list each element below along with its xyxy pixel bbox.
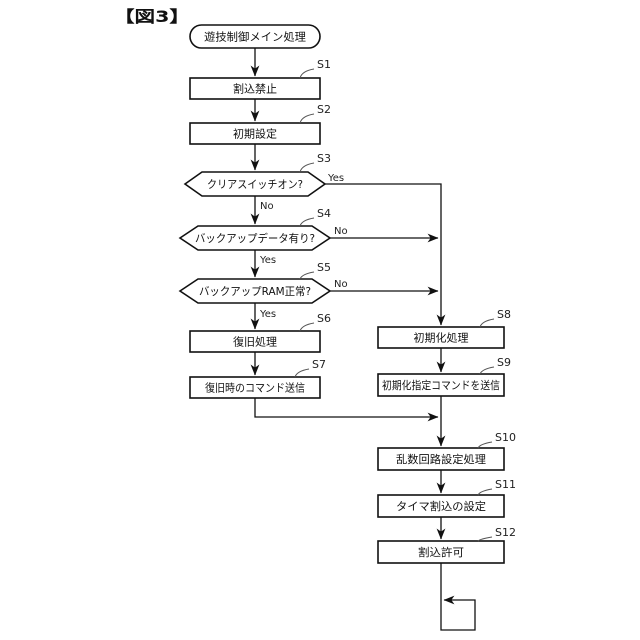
step-id-s4: S4 (317, 207, 331, 220)
step-id-s12: S12 (495, 526, 516, 539)
decision-s3 (183, 171, 327, 197)
leader-s4 (299, 217, 315, 227)
step-id-s3: S3 (317, 152, 331, 165)
leader-s5 (299, 271, 315, 280)
process-s7-label: 復旧時のコマンド送信 (205, 381, 305, 395)
process-s2 (189, 122, 321, 145)
start-terminal-label: 遊技制御メイン処理 (204, 30, 306, 44)
branch-s4-yes: Yes (259, 255, 276, 266)
step-id-s10: S10 (495, 431, 516, 444)
leader-s8 (479, 318, 495, 328)
step-id-s8: S8 (497, 308, 511, 321)
branch-s4-no: No (334, 226, 348, 237)
connector-s7-merge (254, 398, 439, 422)
process-s1 (189, 77, 321, 100)
start-terminal (189, 24, 321, 49)
process-s7 (189, 376, 321, 399)
leader-s12 (477, 536, 493, 542)
leader-s10 (477, 441, 493, 449)
process-s2-label: 初期設定 (233, 127, 277, 141)
process-s6-label: 復旧処理 (233, 336, 277, 349)
process-s9 (377, 373, 505, 397)
figure-title: 【図3】 (114, 7, 190, 26)
process-s9-label: 初期化指定コマンドを送信 (382, 378, 500, 392)
process-s6 (189, 330, 321, 353)
process-s12-label: 割込許可 (418, 545, 464, 559)
branch-s3-no: No (260, 201, 274, 212)
step-id-s6: S6 (317, 312, 331, 325)
connector-s3-yes-s8 (325, 183, 446, 326)
leader-s6 (299, 322, 315, 332)
process-s8-label: 初期化処理 (414, 331, 469, 345)
leader-s7 (294, 368, 310, 378)
branch-s5-no: No (334, 279, 348, 290)
process-s12 (377, 540, 505, 564)
decision-s4-label: バックアップデータ有り? (195, 231, 315, 245)
step-id-s11: S11 (495, 478, 516, 491)
connector-s12-loop (440, 563, 476, 631)
leader-s11 (477, 488, 493, 496)
leader-s9 (479, 366, 495, 375)
process-s8 (377, 326, 505, 349)
branch-s3-yes: Yes (327, 173, 344, 184)
process-s11 (377, 494, 505, 518)
leader-s1 (299, 68, 315, 79)
branch-s5-yes: Yes (259, 309, 276, 320)
step-id-s1: S1 (317, 58, 331, 71)
process-s10 (377, 447, 505, 471)
process-s1-label: 割込禁止 (233, 82, 277, 96)
decision-s5-label: バックアップRAM正常? (199, 285, 311, 298)
step-id-s2: S2 (317, 103, 331, 116)
step-id-s5: S5 (317, 261, 331, 274)
process-s11-label: タイマ割込の設定 (396, 499, 486, 513)
process-s10-label: 乱数回路設定処理 (396, 452, 486, 466)
step-id-s9: S9 (497, 356, 511, 369)
decision-s3-label: クリアスイッチオン? (207, 178, 303, 191)
step-id-s7: S7 (312, 358, 326, 371)
decision-s5 (178, 278, 332, 304)
leader-s3 (299, 162, 315, 173)
leader-s2 (299, 113, 315, 124)
decision-s4 (178, 225, 332, 251)
